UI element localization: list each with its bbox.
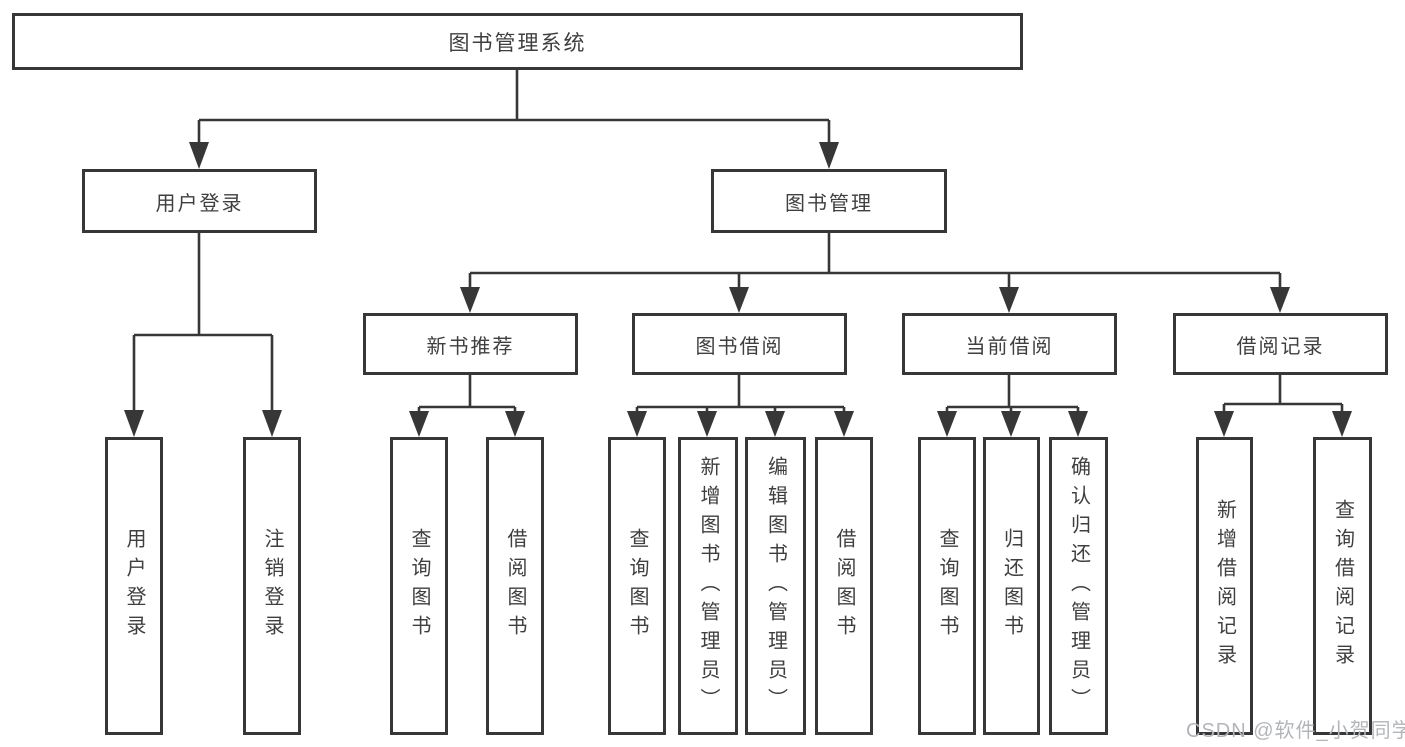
leaf-label: 确认归还（管理员） xyxy=(1067,455,1090,717)
leaf-label: 用户登录 xyxy=(123,528,145,644)
leaf-label: 借阅图书 xyxy=(833,528,855,644)
leaf-label: 查询借阅记录 xyxy=(1331,499,1354,673)
connector-new-book-to-leaves xyxy=(409,375,525,437)
leaf-label: 查询图书 xyxy=(936,528,958,644)
node-current-borrow: 当前借阅 xyxy=(902,313,1117,375)
leaf-records-query-borrow-record: 查询借阅记录 xyxy=(1313,437,1372,735)
connector-current-borrow-to-leaves xyxy=(937,375,1088,437)
leaf-current-return-books: 归还图书 xyxy=(983,437,1040,735)
connector-borrow-records-to-leaves xyxy=(1214,375,1352,437)
leaf-label: 归还图书 xyxy=(1000,528,1023,644)
leaf-label: 新增借阅记录 xyxy=(1213,499,1236,673)
leaf-label: 注销登录 xyxy=(261,528,283,644)
connector-root-to-level2 xyxy=(189,70,839,169)
leaf-logout-login: 注销登录 xyxy=(243,437,301,735)
connector-user-login-to-leaves xyxy=(124,233,282,437)
leaf-label: 查询图书 xyxy=(626,528,648,644)
node-user-login: 用户登录 xyxy=(82,169,317,233)
leaf-label: 新增图书（管理员） xyxy=(697,455,719,717)
connector-book-borrow-to-leaves xyxy=(627,375,854,437)
csdn-watermark: CSDN @软件_小贺同学 xyxy=(1186,720,1405,742)
connector-book-management-to-level3 xyxy=(460,233,1290,313)
leaf-label: 编辑图书（管理员） xyxy=(764,455,787,717)
node-new-book-recommend: 新书推荐 xyxy=(363,313,578,375)
leaf-newbook-borrow-books: 借阅图书 xyxy=(486,437,544,735)
node-borrow-records: 借阅记录 xyxy=(1173,313,1388,375)
leaf-borrow-edit-books-admin: 编辑图书（管理员） xyxy=(745,437,806,735)
leaf-label: 借阅图书 xyxy=(504,528,526,644)
leaf-borrow-query-books: 查询图书 xyxy=(608,437,666,735)
leaf-user-login: 用户登录 xyxy=(105,437,163,735)
leaf-borrow-borrow-books: 借阅图书 xyxy=(815,437,873,735)
leaf-newbook-query-books: 查询图书 xyxy=(390,437,448,735)
node-book-borrow: 图书借阅 xyxy=(632,313,847,375)
leaf-current-confirm-return-admin: 确认归还（管理员） xyxy=(1049,437,1108,735)
leaf-borrow-add-books-admin: 新增图书（管理员） xyxy=(678,437,738,735)
node-book-management: 图书管理 xyxy=(711,169,947,233)
leaf-current-query-books: 查询图书 xyxy=(918,437,976,735)
node-library-management-system: 图书管理系统 xyxy=(12,13,1023,70)
leaf-records-add-borrow-record: 新增借阅记录 xyxy=(1196,437,1253,735)
leaf-label: 查询图书 xyxy=(408,528,430,644)
